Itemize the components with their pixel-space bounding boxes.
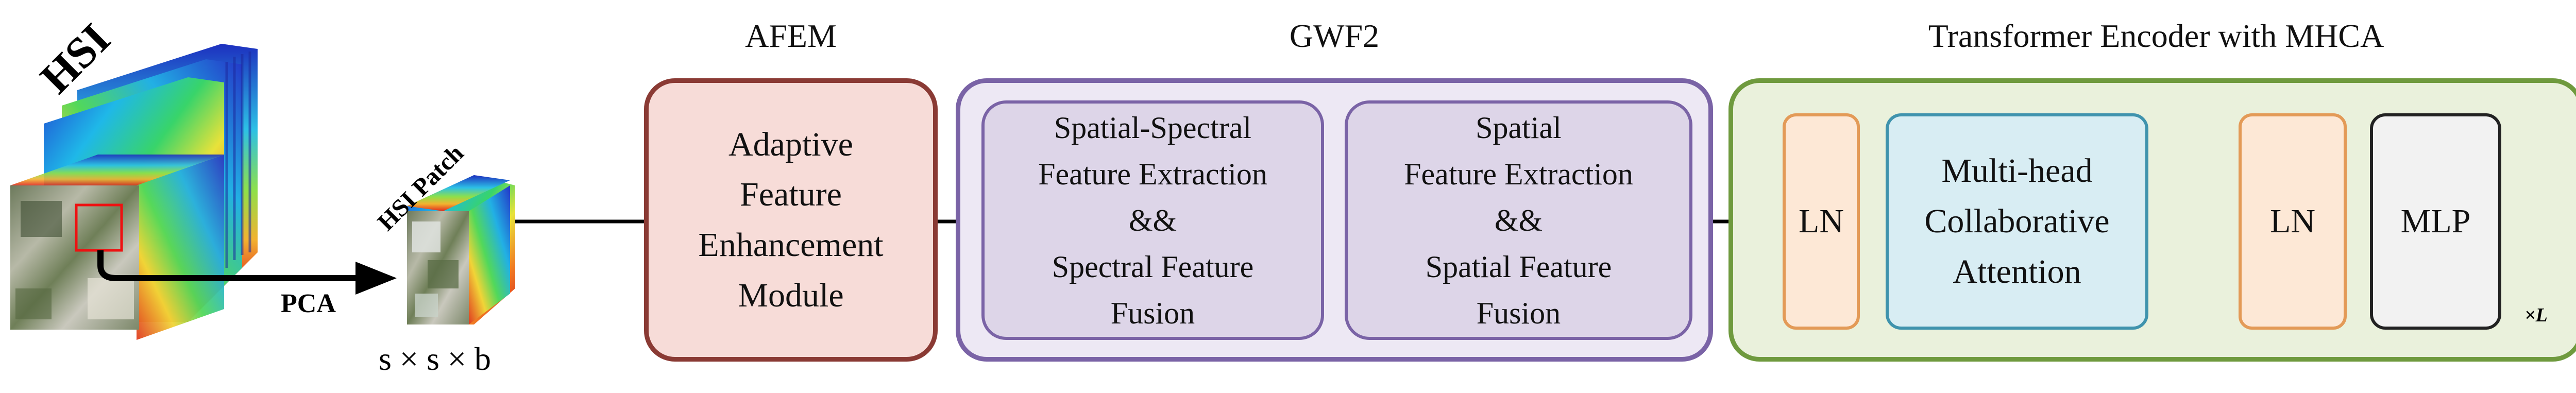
afem-text-line: Feature	[740, 176, 842, 214]
afem-title: AFEM	[745, 18, 837, 54]
pca-arrow-head	[355, 262, 397, 295]
mhca-text-line: Multi-head	[1941, 152, 2093, 190]
gwf2-spatial-text-line: Spatial Feature	[1425, 249, 1612, 284]
ln-2-label: LN	[2270, 202, 2315, 241]
gwf2-spatial-text-line: Spatial	[1476, 110, 1562, 145]
gwf2-spectral-text-line: Fusion	[1110, 296, 1195, 330]
mhca-text-line: Attention	[1953, 252, 2081, 291]
encoder-title: Transformer Encoder with MHCA	[1928, 18, 2384, 54]
input-graphics	[10, 44, 515, 340]
gwf2-spatial-text-line: Fusion	[1476, 296, 1561, 330]
ln-block-1: LN	[1783, 113, 1860, 330]
ln-block-2: LN	[2239, 113, 2347, 330]
mlp-label: MLP	[2400, 202, 2471, 241]
gwf2-spatial-text-line: &&	[1494, 203, 1543, 237]
pca-label: PCA	[281, 289, 336, 318]
afem-text-line: Adaptive	[728, 125, 853, 163]
repeat-label: ×L	[2524, 304, 2548, 326]
mlp-block: MLP	[2370, 113, 2501, 330]
afem-text-line: Enhancement	[698, 226, 884, 264]
ln-1-label: LN	[1799, 202, 1844, 241]
gwf2-title: GWF2	[1289, 18, 1380, 54]
patch-dims-label: s × s × b	[379, 340, 491, 377]
gwf2-spectral-text-line: &&	[1128, 203, 1177, 237]
afem-text-line: Module	[738, 276, 844, 314]
mhca-text-line: Collaborative	[1924, 202, 2110, 241]
gwf2-spectral-text-line: Spectral Feature	[1052, 249, 1254, 284]
gwf2-spectral-text-line: Spatial-Spectral	[1054, 110, 1252, 145]
gwf2-spectral-text-line: Feature Extraction	[1038, 157, 1267, 191]
gwf2-spatial-text-line: Feature Extraction	[1404, 157, 1633, 191]
